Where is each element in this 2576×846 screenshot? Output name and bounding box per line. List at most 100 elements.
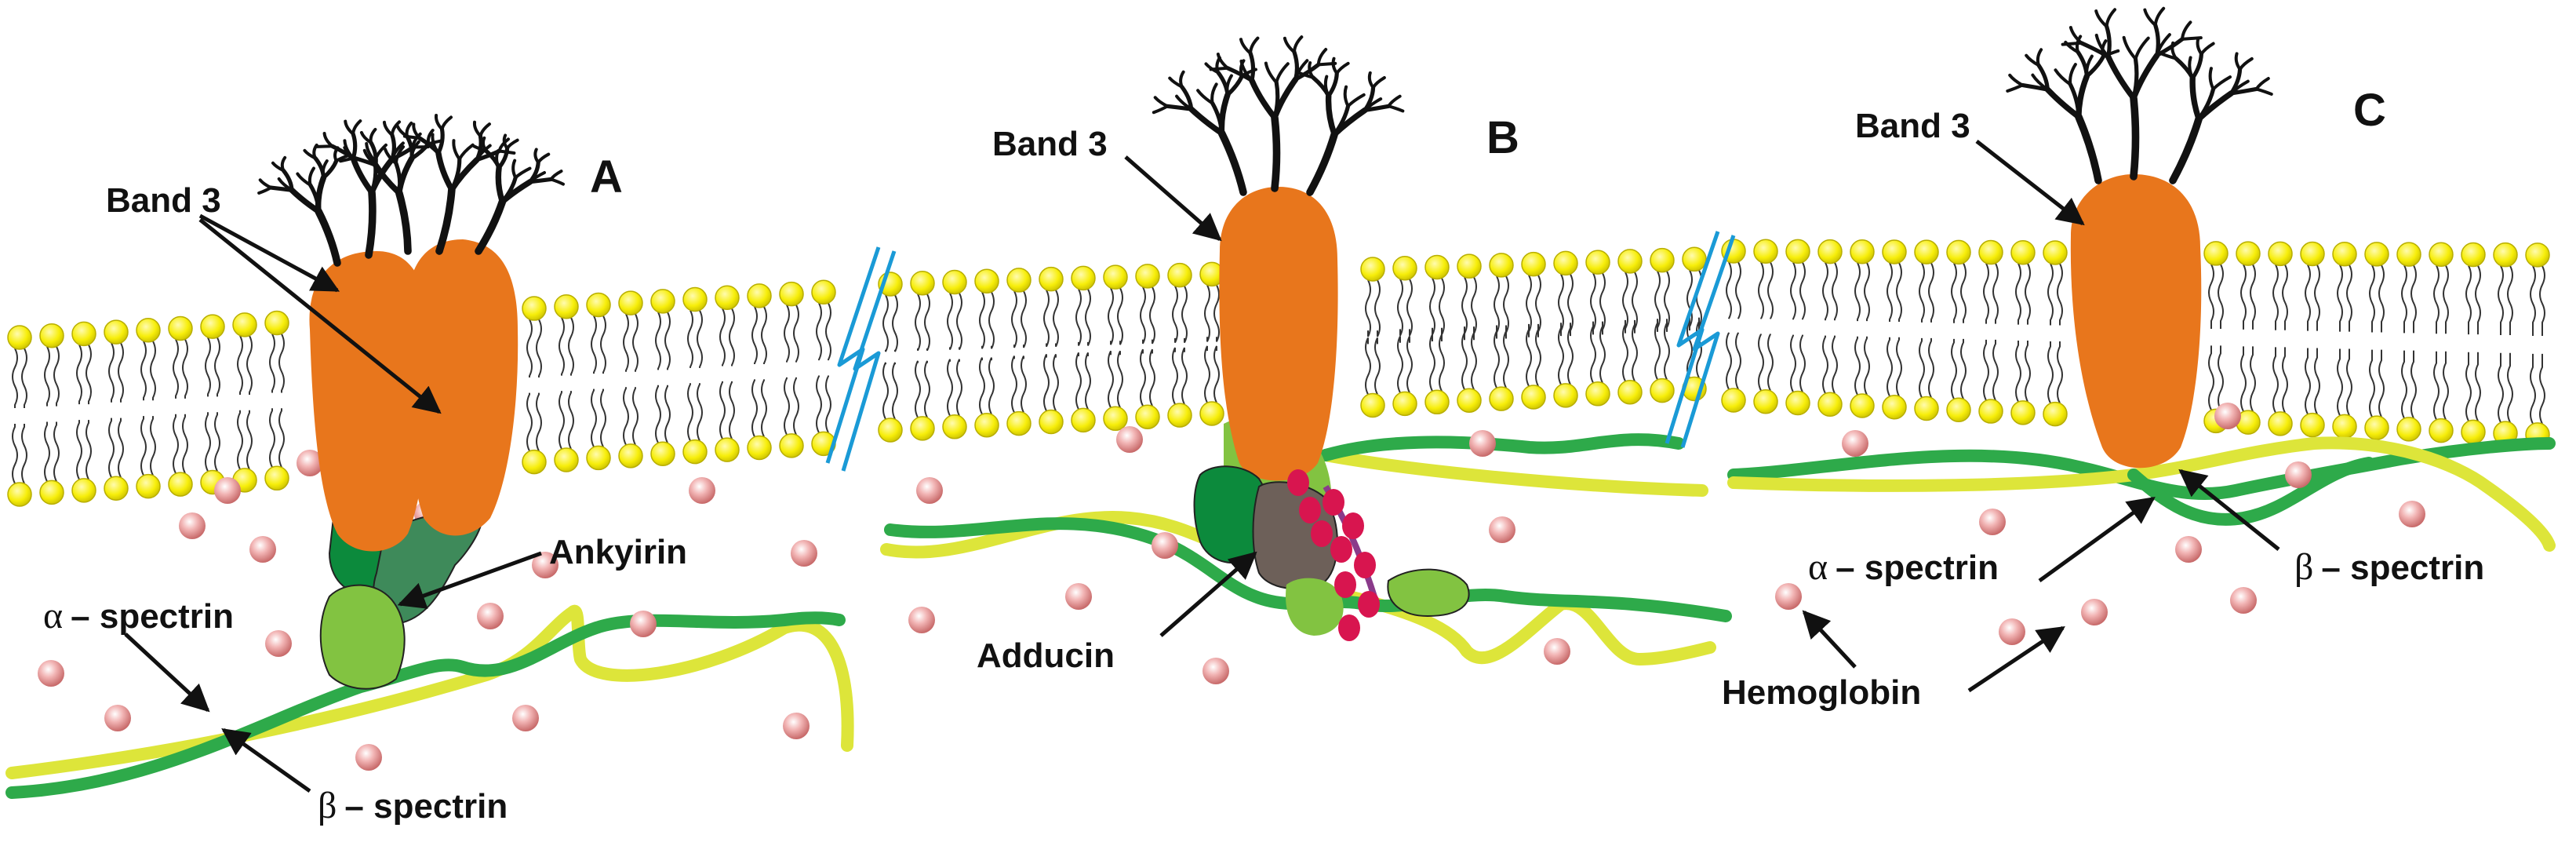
light-green-domain <box>1286 578 1344 636</box>
band3-protein <box>309 251 429 552</box>
arrow-hemoglobin-1 <box>1802 610 1857 669</box>
hemoglobin-sphere <box>104 705 131 731</box>
hemoglobin-sphere <box>1979 509 2006 535</box>
phospholipid <box>1424 254 1450 415</box>
band3-protein <box>1219 187 1338 481</box>
phospholipid <box>1521 251 1546 410</box>
alpha-symbol: α <box>43 595 63 636</box>
spectrin-text: – spectrin <box>2321 549 2484 587</box>
phospholipid <box>1721 239 1746 413</box>
hemoglobin-sphere <box>512 705 539 731</box>
protein-4-1-subunit <box>1358 591 1380 618</box>
panel-letter-c: C <box>2353 85 2386 136</box>
hemoglobin-sphere <box>1202 658 1229 684</box>
phospholipid <box>910 270 935 441</box>
spectrin-text: – spectrin <box>71 597 234 636</box>
beta-spectrin-label-c: β– spectrin <box>2294 546 2484 588</box>
arrow-band3-a-1 <box>198 213 340 293</box>
glycan-tree <box>2006 35 2120 184</box>
phospholipid <box>1392 255 1417 417</box>
hemoglobin-sphere <box>1999 618 2025 645</box>
band3-label-a: Band 3 <box>106 181 221 220</box>
phospholipid <box>200 314 225 495</box>
arrow-beta-spectrin-a <box>221 727 311 793</box>
phospholipid <box>1585 250 1610 407</box>
phospholipid <box>2461 242 2486 445</box>
hemoglobin-sphere <box>783 713 810 739</box>
hemoglobin-sphere <box>2399 501 2425 527</box>
break-symbol-ab <box>825 246 881 464</box>
phospholipid <box>747 283 772 461</box>
hemoglobin-sphere <box>249 536 276 563</box>
beta-symbol: β <box>2294 546 2313 588</box>
phospholipid <box>1071 265 1096 433</box>
hemoglobin-sphere <box>1116 426 1143 453</box>
hemoglobin-sphere <box>355 744 382 771</box>
phospholipid <box>878 272 903 443</box>
band3-label-c: Band 3 <box>1855 107 1970 145</box>
phospholipid <box>232 312 257 493</box>
hemoglobin-molecules <box>38 403 2425 771</box>
hemoglobin-sphere <box>1152 532 1178 559</box>
glycan-tree <box>2159 37 2273 184</box>
arrow-hemoglobin-2 <box>1967 625 2065 693</box>
labels: A B C Band 3 Ankyirin α– spectrin β– spe… <box>43 85 2484 826</box>
protein-4-1-subunit <box>1311 520 1333 547</box>
glycan-chains <box>257 6 2273 267</box>
arrow-adducin <box>1159 551 1257 637</box>
phospholipid <box>1135 264 1160 429</box>
break-symbol-bc <box>1680 235 1736 448</box>
phospholipid <box>715 285 740 462</box>
arrow-beta-spectrin-c <box>2178 469 2280 551</box>
phospholipid <box>1553 250 1578 408</box>
phospholipid <box>1817 239 1843 418</box>
phospholipid <box>1785 239 1810 416</box>
hemoglobin-sphere <box>38 660 64 687</box>
glycan-tree <box>339 121 444 255</box>
hemoglobin-sphere <box>1065 583 1092 610</box>
hemoglobin-sphere <box>179 512 206 539</box>
break-symbol-bc <box>1665 231 1720 444</box>
phospholipid <box>811 279 836 457</box>
hemoglobin-sphere <box>689 477 715 504</box>
ankyrin-label: Ankyirin <box>549 533 687 571</box>
hemoglobin-sphere <box>297 450 323 476</box>
phospholipid <box>2268 241 2293 436</box>
label-arrows <box>124 140 2280 793</box>
hemoglobin-sphere <box>1469 430 1496 457</box>
hemoglobin-sphere <box>1489 516 1515 543</box>
phospholipid <box>2043 240 2068 427</box>
phospholipid <box>2236 241 2261 435</box>
arrow-band3-b <box>1124 155 1222 242</box>
hemoglobin-sphere <box>908 607 935 633</box>
glycan-tree <box>2061 6 2203 181</box>
phospholipid <box>2429 242 2454 443</box>
phospholipid <box>1457 253 1482 413</box>
hemoglobin-label: Hemoglobin <box>1722 673 1921 712</box>
glycan-tree <box>1209 35 1337 192</box>
arrow-alpha-spectrin-c <box>2038 496 2156 583</box>
phospholipid <box>1978 239 2003 424</box>
band3-protein <box>406 239 518 536</box>
beta-spectrin-strand-c <box>1727 436 2556 552</box>
hemoglobin-sphere <box>2214 403 2241 429</box>
alpha-spectrin-label-a: α– spectrin <box>43 595 234 636</box>
phospholipid <box>7 325 32 507</box>
phospholipid <box>554 294 579 472</box>
protein-4-1-subunit <box>1299 497 1321 523</box>
protein-4-1-subunit <box>1342 512 1364 539</box>
hemoglobin-sphere <box>2175 536 2202 563</box>
phospholipid <box>39 323 64 505</box>
spectrin-text: – spectrin <box>344 787 508 826</box>
beta-spectrin-label-a: β– spectrin <box>318 785 508 826</box>
phospholipid <box>168 315 193 497</box>
phospholipid <box>618 290 643 469</box>
phospholipid <box>1753 239 1778 414</box>
hemoglobin-sphere <box>916 477 943 504</box>
hemoglobin-sphere <box>532 552 558 578</box>
panel-letter-b: B <box>1486 112 1519 163</box>
hemoglobin-sphere <box>791 540 817 567</box>
hemoglobin-sphere <box>2230 587 2257 614</box>
phospholipid <box>1850 239 1875 418</box>
phospholipid <box>264 310 289 491</box>
